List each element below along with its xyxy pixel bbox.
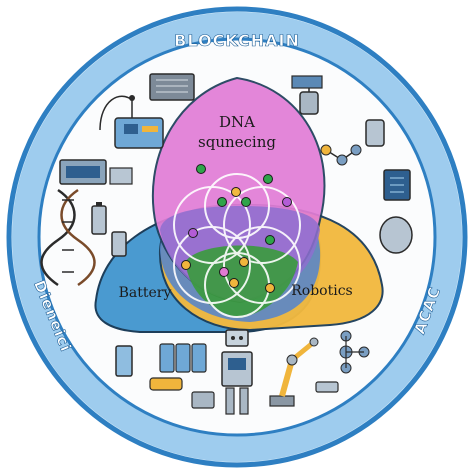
battery-cells-icon	[115, 343, 215, 409]
dna-label-line2: squnecing	[198, 133, 276, 151]
satellite-icon	[291, 75, 323, 115]
dna-helix-icon	[40, 188, 96, 287]
battery-label: Battery	[119, 285, 172, 301]
gear-molecule-icon	[315, 330, 370, 393]
network-nodes	[181, 164, 292, 293]
dna-label-line1: DNA	[219, 113, 255, 131]
capacitor-icon	[365, 119, 413, 254]
circuit-board-icon	[99, 95, 164, 149]
robotics-label: Robotics	[291, 283, 353, 299]
server-rack-icon	[149, 73, 195, 101]
microscope-icon	[59, 159, 133, 185]
molecule-icon	[320, 144, 362, 166]
interlocking-rings	[173, 173, 301, 318]
blockchain-label: BLOCKCHAIN	[174, 31, 300, 50]
robot-icon	[221, 329, 253, 415]
robotic-arm-icon	[269, 337, 319, 407]
venn-regions	[94, 76, 384, 333]
battery-icon	[91, 202, 127, 257]
